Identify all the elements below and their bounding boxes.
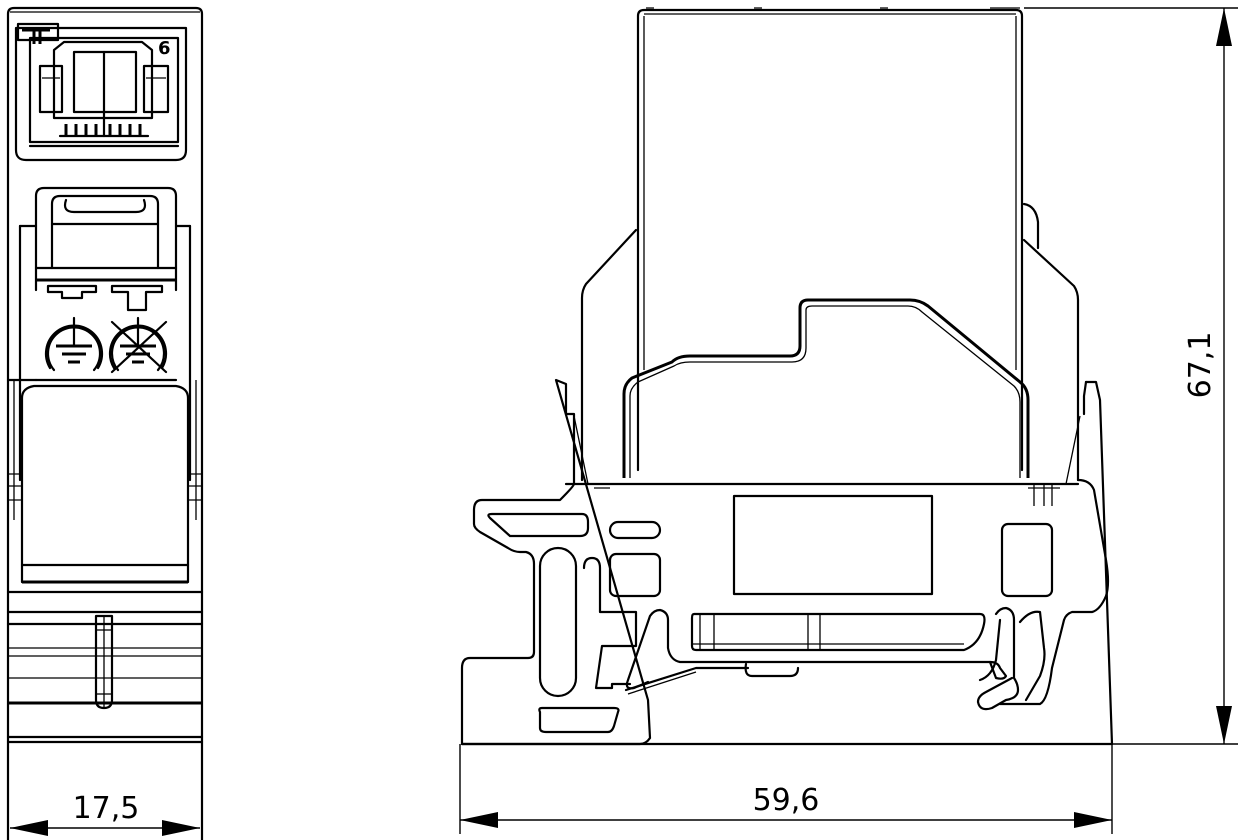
rj45-contacts: [58, 124, 150, 138]
front-view: 6: [6, 6, 204, 840]
width-dimension: 17,5: [10, 791, 200, 836]
rj45-port: 6: [14, 22, 188, 162]
din-rail-base: [460, 378, 1114, 746]
din-clip-front: [6, 590, 204, 744]
height-dimension-label: 67,1: [1183, 332, 1218, 399]
height-dimension: 67,1: [1024, 7, 1238, 745]
front-cover: [8, 380, 202, 584]
no-ground-symbol: [108, 316, 168, 374]
category-6-marking: 6: [158, 38, 171, 59]
depth-dimension-label: 59,6: [753, 783, 820, 818]
rj45-housing-side: [580, 7, 1080, 482]
shield-marking-icon: [16, 22, 60, 44]
front-body-outline: [6, 6, 204, 840]
cable-clamp: [18, 186, 192, 482]
ground-symbol: [44, 316, 104, 372]
depth-dimension: 59,6: [459, 744, 1113, 834]
width-dimension-label: 17,5: [73, 791, 140, 826]
label-field: [732, 494, 934, 596]
side-view: 67,1 59,6: [459, 7, 1238, 834]
